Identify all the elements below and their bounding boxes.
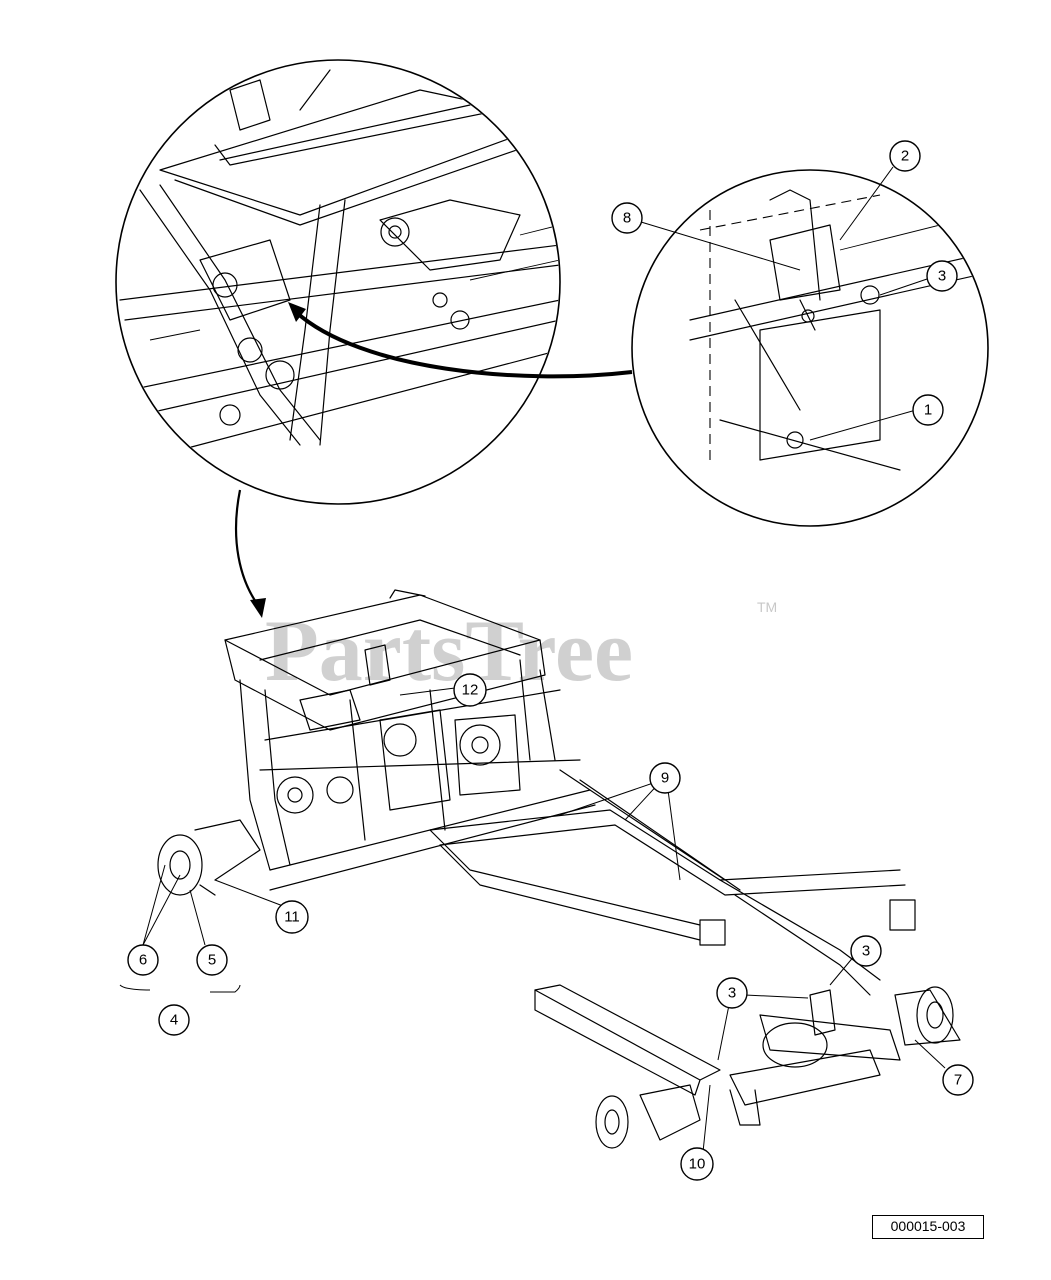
callout-9-label: 9 [661, 770, 669, 787]
assembly-arrow [234, 489, 266, 618]
callout-5-label: 5 [208, 952, 216, 969]
detail-arrow [288, 302, 633, 379]
callout-3-left: 3 [716, 977, 748, 1009]
detail-view-closeup [631, 169, 989, 527]
chassis-assembly [157, 589, 961, 1149]
watermark: PartsTree TM [265, 599, 777, 700]
callout-7-label: 7 [954, 1072, 962, 1089]
callout-3-detail-label: 3 [938, 268, 946, 285]
callout-6: 6 [127, 944, 159, 976]
callout-3-right: 3 [850, 935, 882, 967]
callout-4-label: 4 [170, 1012, 178, 1029]
callout-2: 2 [889, 140, 921, 172]
callout-8-label: 8 [623, 210, 631, 227]
callout-9: 9 [649, 762, 681, 794]
callout-12: 12 [453, 673, 487, 707]
callout-4: 4 [158, 1004, 190, 1036]
callout-10: 10 [680, 1147, 714, 1181]
callout-6-label: 6 [139, 952, 147, 969]
watermark-text: PartsTree [265, 603, 633, 700]
callout-3-right-label: 3 [862, 943, 870, 960]
callout-3-left-label: 3 [728, 985, 736, 1002]
callout-7: 7 [942, 1064, 974, 1096]
callout-2-label: 2 [901, 148, 909, 165]
callout-1-label: 1 [924, 402, 932, 419]
watermark-trademark: TM [757, 599, 777, 615]
callout-1: 1 [912, 394, 944, 426]
callout-11: 11 [275, 900, 309, 934]
detail-view-frame [115, 59, 561, 505]
figure-number-box: 000015-003 [872, 1215, 984, 1239]
leader-lines [119, 166, 946, 1153]
callout-10-label: 10 [689, 1156, 706, 1173]
callout-8: 8 [611, 202, 643, 234]
callout-5: 5 [196, 944, 228, 976]
callout-3-detail: 3 [926, 260, 958, 292]
callout-11-label: 11 [284, 909, 300, 926]
callout-12-label: 12 [462, 682, 479, 699]
